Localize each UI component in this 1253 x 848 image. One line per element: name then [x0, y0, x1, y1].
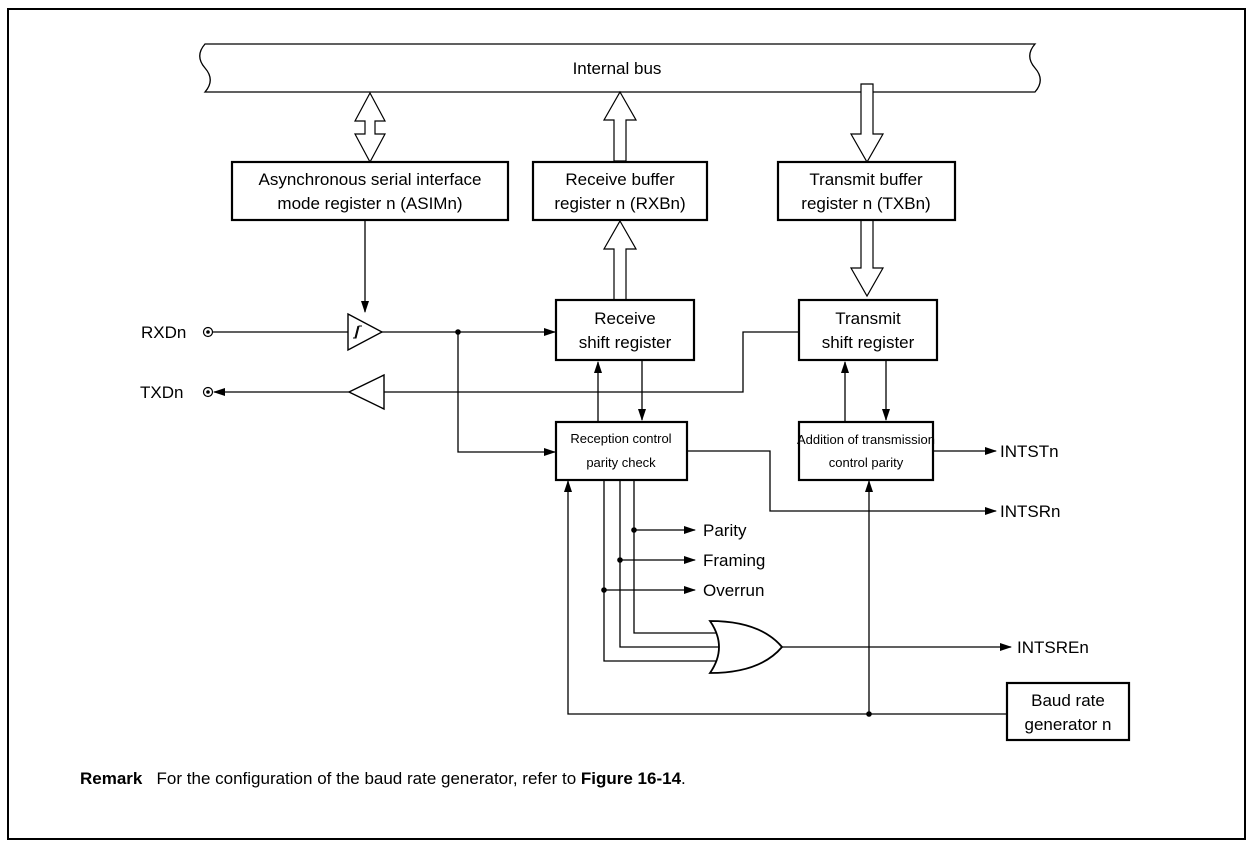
overrun-label: Overrun: [703, 581, 764, 600]
tx-ctrl-line-1: Addition of transmission: [797, 432, 935, 447]
rx-shift-line-2: shift register: [579, 333, 672, 352]
or-input-overrun: [603, 590, 718, 662]
framing-line: [619, 480, 696, 564]
or-gate-icon: [708, 620, 784, 674]
rxd-pin-icon: [202, 326, 214, 338]
tx-shift-line-2: shift register: [822, 333, 915, 352]
remark-figure-ref: Figure 16-14: [580, 769, 682, 788]
figure-frame: [7, 8, 1246, 840]
baud-clock-rx-line: [564, 480, 1006, 715]
internal-bus: Internal bus: [199, 43, 1041, 93]
parity-line: [633, 480, 696, 534]
or-input-framing: [619, 560, 723, 648]
tx-shift-line-1: Transmit: [835, 309, 901, 328]
baud-branch-dot: [866, 711, 872, 717]
txd-pin-label: TXDn: [140, 383, 183, 402]
remark-text: For the configuration of the baud rate g…: [156, 769, 581, 788]
remark-end: .: [681, 769, 686, 788]
bus-to-txb-arrow: [849, 83, 885, 164]
rx-shift-line-1: Receive: [594, 309, 655, 328]
remark-note: Remark For the configuration of the baud…: [80, 769, 686, 789]
tx-data-line: [384, 331, 798, 393]
intst-label: INTSTn: [1000, 442, 1059, 461]
output-buffer-icon: [347, 373, 385, 411]
intsr-line: [687, 450, 997, 515]
remark-label: Remark: [80, 769, 143, 788]
rxb-register-block: Receive buffer register n (RXBn): [531, 160, 709, 222]
asim-line-2: mode register n (ASIMn): [277, 194, 462, 213]
reception-control-block: Reception control parity check: [554, 420, 689, 482]
intsre-label: INTSREn: [1017, 638, 1089, 657]
internal-bus-label: Internal bus: [573, 59, 662, 78]
txb-line-2: register n (TXBn): [801, 194, 930, 213]
baud-rate-generator-block: Baud rate generator n: [1005, 681, 1131, 742]
asim-bus-arrow: [353, 91, 387, 164]
txb-register-block: Transmit buffer register n (TXBn): [776, 160, 957, 222]
rxb-line-1: Receive buffer: [565, 170, 675, 189]
framing-label: Framing: [703, 551, 765, 570]
rxb-to-bus-arrow: [602, 90, 638, 162]
intsr-label: INTSRn: [1000, 502, 1060, 521]
baud-line-1: Baud rate: [1031, 691, 1105, 710]
asim-line-1: Asynchronous serial interface: [258, 170, 481, 189]
receive-shift-register-block: Receive shift register: [554, 298, 696, 362]
rx-ctrl-line-1: Reception control: [570, 431, 671, 446]
schmitt-buffer-icon: [347, 312, 384, 352]
rxb-line-2: register n (RXBn): [554, 194, 685, 213]
transmission-control-block: Addition of transmission control parity: [797, 420, 935, 482]
rx-ctrl-line-2: parity check: [586, 455, 656, 470]
tx-ctrl-line-2: control parity: [829, 455, 904, 470]
or-input-parity: [633, 530, 718, 634]
asim-register-block: Asynchronous serial interface mode regis…: [230, 160, 510, 222]
baud-line-2: generator n: [1025, 715, 1112, 734]
rxshift-to-rxb-arrow: [602, 219, 638, 301]
rx-to-control-line: [457, 332, 556, 456]
txb-line-1: Transmit buffer: [809, 170, 923, 189]
txd-pin-icon: [202, 386, 214, 398]
rxd-pin-label: RXDn: [141, 323, 186, 342]
txb-to-txshift-arrow: [849, 219, 885, 298]
parity-label: Parity: [703, 521, 747, 540]
transmit-shift-register-block: Transmit shift register: [797, 298, 939, 362]
overrun-line: [603, 480, 696, 594]
